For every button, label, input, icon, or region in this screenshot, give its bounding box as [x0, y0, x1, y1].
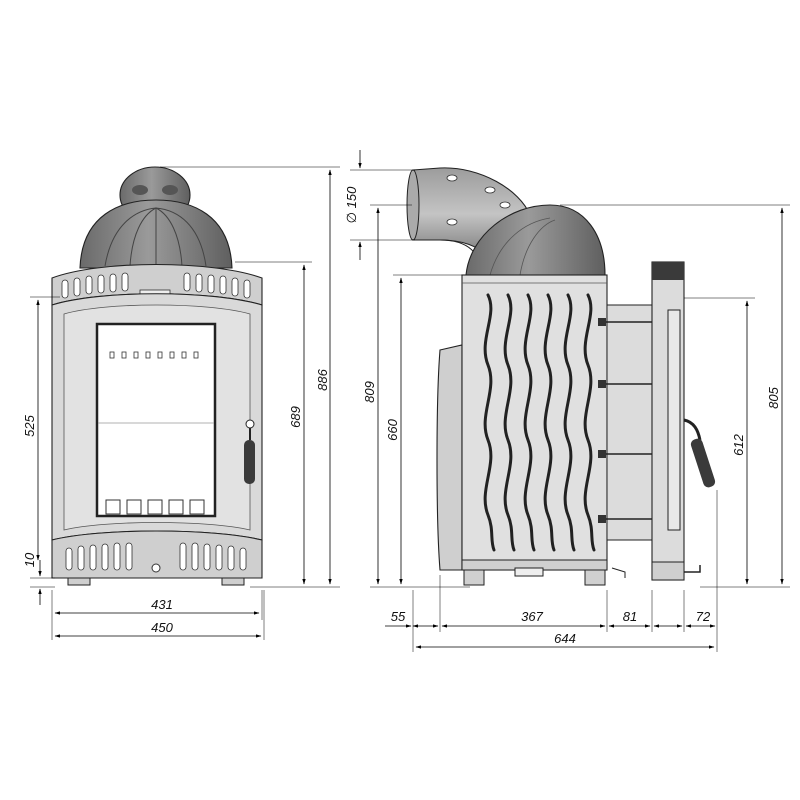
dim-front-door-height: 525: [22, 414, 37, 436]
dim-front-body-height: 689: [288, 406, 303, 428]
dim-side-body-height: 809: [362, 381, 377, 403]
front-view: [51, 166, 263, 586]
dim-side-body-depth: 367: [521, 609, 543, 624]
side-wave-fins: [483, 293, 596, 552]
side-door-handle: [683, 418, 716, 488]
dim-front-total-width: 450: [151, 620, 173, 635]
front-door-handle: [244, 419, 255, 484]
side-frame-brackets: [598, 304, 653, 541]
side-dome: [465, 204, 606, 276]
dim-front-inner-width: 431: [151, 597, 173, 612]
dim-side-frame-depth: 81: [623, 609, 637, 624]
front-top-frieze-slots: [61, 272, 251, 299]
side-view: [406, 167, 716, 586]
dim-side-flue-diameter: ∅ 150: [344, 186, 359, 223]
side-rear-panel: [436, 344, 463, 571]
side-dimensions: ∅ 150 809 660 612 805 55 367 81 72 644: [344, 150, 790, 652]
dim-side-rear-offset: 55: [391, 609, 406, 624]
front-dimensions: 886 689 525 10 431 450: [22, 166, 340, 640]
dim-side-handle-depth: 72: [696, 609, 711, 624]
dim-front-base-height: 10: [22, 552, 37, 567]
dim-side-panel-height: 660: [385, 418, 400, 440]
dim-side-total-depth: 644: [554, 631, 576, 646]
dim-front-total-height: 886: [315, 368, 330, 390]
dim-side-frame-height: 612: [731, 433, 746, 455]
dim-side-total-height: 805: [766, 386, 781, 408]
front-air-vents: [105, 499, 205, 515]
